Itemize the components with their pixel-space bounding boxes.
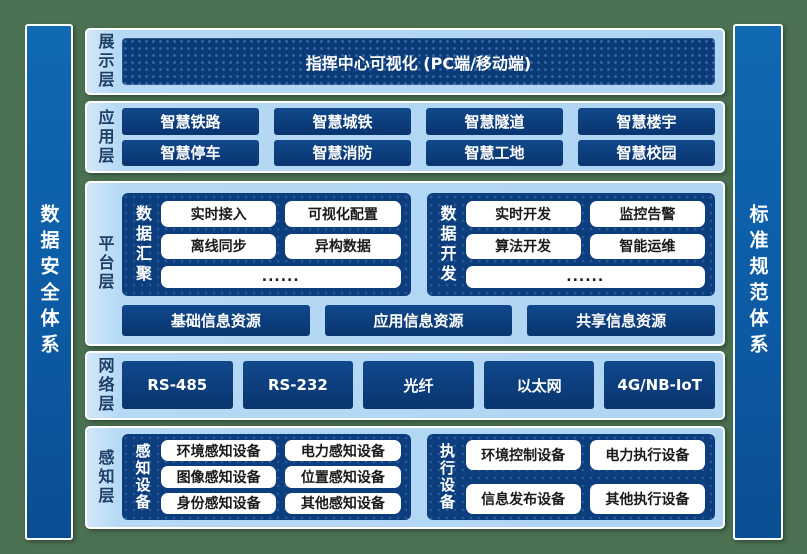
app-item-smart-metro: 智慧城铁 xyxy=(274,108,411,135)
chip-more-development: ...... xyxy=(465,266,705,288)
application-items-grid: 智慧铁路 智慧城铁 智慧隧道 智慧楼宇 智慧停车 智慧消防 智慧工地 智慧校园 xyxy=(122,108,715,166)
chip-realtime-access: 实时接入 xyxy=(161,201,277,227)
standards-label: 标准规范体系 xyxy=(746,204,769,360)
execution-devices-title: 执行设备 xyxy=(438,443,456,511)
sensing-devices-group: 感知设备 环境感知设备 电力感知设备 图像感知设备 位置感知设备 身份感知设备 … xyxy=(122,434,411,520)
platform-resources-row: 基础信息资源 应用信息资源 共享信息资源 xyxy=(122,305,716,336)
platform-layer-label: 平台层 xyxy=(95,235,115,292)
sensing-devices-chips: 环境感知设备 电力感知设备 图像感知设备 位置感知设备 身份感知设备 其他感知设… xyxy=(161,440,401,514)
chip-smart-ops: 智能运维 xyxy=(589,233,705,260)
chip-offline-sync: 离线同步 xyxy=(161,233,277,260)
platform-layer-panel: 平台层 数据汇聚 实时接入 可视化配置 离线同步 异构数据 ...... 数据开… xyxy=(85,181,725,346)
sensing-devices-title: 感知设备 xyxy=(133,443,152,511)
data-aggregation-group: 数据汇聚 实时接入 可视化配置 离线同步 异构数据 ...... xyxy=(122,193,411,296)
display-layer-label: 展示层 xyxy=(95,33,115,90)
chip-env-sensing: 环境感知设备 xyxy=(161,440,277,462)
resource-shared-info: 共享信息资源 xyxy=(527,305,716,336)
chip-other-execution: 其他执行设备 xyxy=(589,484,705,514)
perception-layer-panel: 感知层 感知设备 环境感知设备 电力感知设备 图像感知设备 位置感知设备 身份感… xyxy=(85,426,725,529)
chip-visual-config: 可视化配置 xyxy=(285,201,401,227)
platform-groups-row: 数据汇聚 实时接入 可视化配置 离线同步 异构数据 ...... 数据开发 实时… xyxy=(122,193,715,296)
network-items-grid: RS-485 RS-232 光纤 以太网 4G/NB-IoT xyxy=(122,361,715,409)
network-item-rs485: RS-485 xyxy=(122,361,233,409)
network-item-rs232: RS-232 xyxy=(242,361,354,409)
network-item-ethernet: 以太网 xyxy=(483,361,595,409)
data-aggregation-title: 数据汇聚 xyxy=(133,204,152,285)
data-aggregation-chips: 实时接入 可视化配置 离线同步 异构数据 ...... xyxy=(161,201,401,288)
chip-env-control: 环境控制设备 xyxy=(465,440,581,470)
network-item-4g-nbiot: 4G/NB-IoT xyxy=(604,361,715,409)
display-layer-panel: 展示层 指挥中心可视化 (PC端/移动端) xyxy=(85,28,725,95)
chip-identity-sensing: 身份感知设备 xyxy=(161,492,277,514)
chip-power-sensing: 电力感知设备 xyxy=(285,440,401,462)
data-development-group: 数据开发 实时开发 监控告警 算法开发 智能运维 ...... xyxy=(426,193,715,296)
chip-position-sensing: 位置感知设备 xyxy=(285,466,401,488)
network-item-fiber: 光纤 xyxy=(363,361,474,409)
execution-devices-group: 执行设备 环境控制设备 电力执行设备 信息发布设备 其他执行设备 xyxy=(426,434,715,520)
chip-image-sensing: 图像感知设备 xyxy=(161,466,277,488)
data-security-label: 数据安全体系 xyxy=(37,204,60,360)
app-item-smart-parking: 智慧停车 xyxy=(122,139,259,166)
resource-basic-info: 基础信息资源 xyxy=(122,305,310,336)
chip-hetero-data: 异构数据 xyxy=(285,233,401,260)
data-development-title: 数据开发 xyxy=(437,204,457,285)
chip-more-aggregation: ...... xyxy=(161,266,401,288)
application-layer-panel: 应用层 智慧铁路 智慧城铁 智慧隧道 智慧楼宇 智慧停车 智慧消防 智慧工地 智… xyxy=(85,101,725,173)
app-item-smart-building: 智慧楼宇 xyxy=(578,108,715,135)
app-item-smart-campus: 智慧校园 xyxy=(578,139,715,166)
command-center-box: 指挥中心可视化 (PC端/移动端) xyxy=(122,38,715,85)
chip-info-publish: 信息发布设备 xyxy=(465,484,581,514)
network-layer-label: 网络层 xyxy=(95,357,115,414)
network-layer-panel: 网络层 RS-485 RS-232 光纤 以太网 4G/NB-IoT xyxy=(85,351,725,420)
app-item-smart-tunnel: 智慧隧道 xyxy=(426,108,563,135)
resource-app-info: 应用信息资源 xyxy=(324,305,513,336)
application-layer-label: 应用层 xyxy=(95,108,115,166)
chip-algorithm-dev: 算法开发 xyxy=(465,233,581,260)
chip-realtime-dev: 实时开发 xyxy=(465,201,581,227)
platform-content: 数据汇聚 实时接入 可视化配置 离线同步 异构数据 ...... 数据开发 实时… xyxy=(122,193,716,336)
chip-power-execution: 电力执行设备 xyxy=(589,440,705,470)
chip-monitor-alert: 监控告警 xyxy=(589,201,705,227)
data-development-chips: 实时开发 监控告警 算法开发 智能运维 ...... xyxy=(465,201,705,288)
standards-sidebar: 标准规范体系 xyxy=(733,24,783,540)
execution-devices-chips: 环境控制设备 电力执行设备 信息发布设备 其他执行设备 xyxy=(465,440,705,514)
data-security-sidebar: 数据安全体系 xyxy=(25,24,73,540)
app-item-smart-site: 智慧工地 xyxy=(426,139,563,166)
app-item-smart-fire: 智慧消防 xyxy=(274,139,411,166)
chip-other-sensing: 其他感知设备 xyxy=(285,492,401,514)
app-item-smart-railway: 智慧铁路 xyxy=(122,108,259,135)
perception-content: 感知设备 环境感知设备 电力感知设备 图像感知设备 位置感知设备 身份感知设备 … xyxy=(122,434,715,520)
perception-layer-label: 感知层 xyxy=(95,449,115,506)
